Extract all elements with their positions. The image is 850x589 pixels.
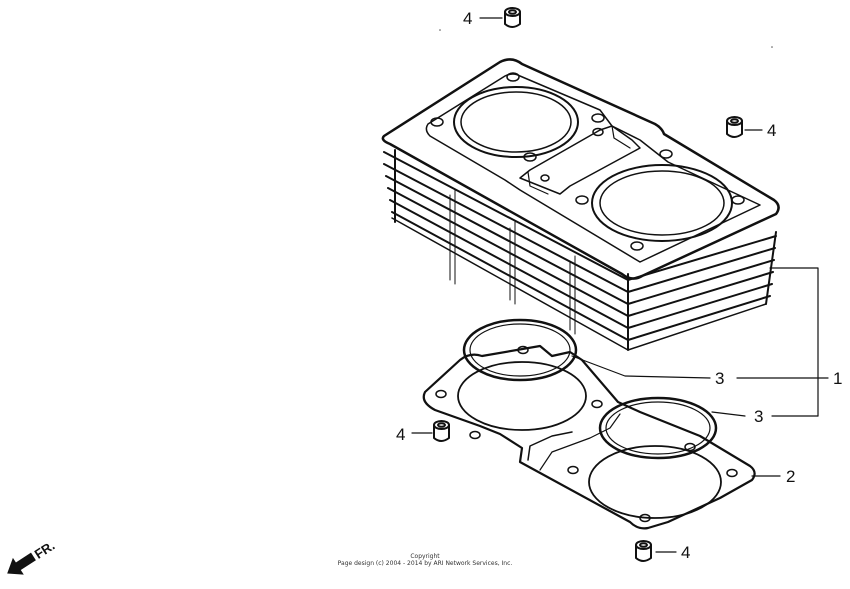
cylinder-top-face [381, 58, 780, 280]
gasket-bore-1 [457, 361, 587, 431]
gasket-bolt-holes [435, 345, 738, 523]
o-ring-upper [462, 318, 578, 382]
callout-dowel-bottom: 4 [681, 543, 690, 562]
arrow-left-icon [7, 552, 36, 575]
dowel-pin-top [504, 7, 521, 28]
dowel-pin-right [726, 116, 743, 138]
cylinder-bolt-holes [430, 72, 745, 251]
callout-o-ring-upper: 3 [715, 369, 724, 388]
leader-lines [411, 17, 829, 553]
callout-dowel-right: 4 [767, 121, 776, 140]
front-direction-arrow: FR. [7, 538, 58, 575]
cylinder-block [381, 58, 780, 351]
callout-dowel-left: 4 [396, 425, 405, 444]
dowel-pin-bottom [635, 540, 652, 562]
o-ring-lower [598, 396, 718, 460]
cooling-fins [383, 149, 777, 351]
dowel-pin-left [433, 420, 450, 442]
cylinder-bore-1 [453, 86, 579, 158]
cylinder-bore-2 [591, 164, 733, 242]
callout-dowel-top: 4 [463, 9, 472, 28]
copyright-notice: Page design (c) 2004 - 2014 by ARI Netwo… [337, 560, 513, 567]
base-gasket [422, 344, 756, 530]
copyright-heading: Copyright [410, 553, 440, 560]
callout-o-ring-lower: 3 [754, 407, 763, 426]
callout-gasket: 2 [786, 467, 795, 486]
front-label: FR. [32, 538, 58, 562]
cam-chain-tunnel [519, 125, 641, 195]
gasket-bore-2 [588, 445, 722, 519]
callout-cylinder: 1 [833, 369, 842, 388]
